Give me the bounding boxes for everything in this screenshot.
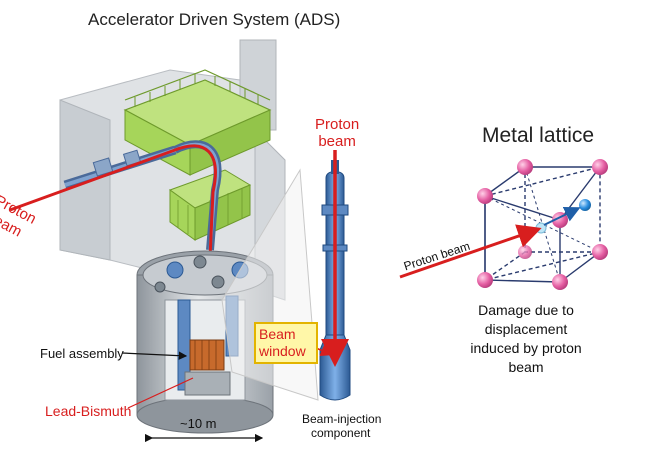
scale-label: ~10 m [180,416,217,431]
beam-window-line2: window [259,343,306,359]
damage-caption-line2: displacement [484,321,568,337]
beam-window-label: Beam window [254,322,318,364]
diagram-title: Accelerator Driven System (ADS) [88,10,341,29]
displacement-arrow [543,207,581,226]
damage-caption-line1: Damage due to [478,302,574,318]
proton-beam-path [9,144,219,351]
proton-beam-label-top: Proton beam [315,116,359,150]
reactor-vessel [136,250,274,434]
beam-injection-label-line1: Beam-injection [302,412,382,426]
beam-window-line1: Beam [259,326,296,342]
lattice-title: Metal lattice [482,124,595,147]
fuel-assembly-label: Fuel assembly [40,346,124,361]
lead-bismuth-label: Lead-Bismuth [45,403,132,419]
damage-caption: Damage due to displacement induced by pr… [456,301,596,377]
accelerator-platform [123,69,272,241]
damage-caption-line4: beam [508,359,544,375]
proton-beam-top-line2: beam [318,133,356,150]
fuel-assembly-arrow [121,351,188,360]
displaced-atom [579,199,591,211]
lattice-atoms [477,159,608,290]
lead-bismuth-arrow [127,377,194,409]
beam-injection-label-line2: component [311,426,371,440]
damage-caption-line3: induced by proton [470,340,582,356]
proton-beam-top-line1: Proton [315,116,360,133]
lattice-proton-beam-arrow [399,224,542,279]
